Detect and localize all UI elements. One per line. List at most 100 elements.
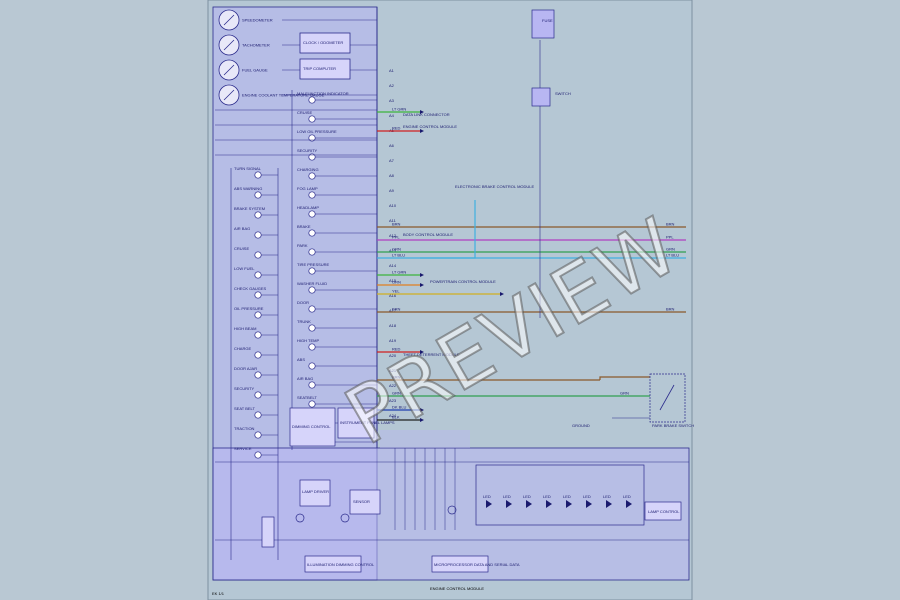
- bottom-control-label: MICROPROCESSOR DATA AND SERIAL DATA: [434, 562, 520, 567]
- indicator-label: TRACTION: [234, 426, 255, 431]
- gauge-label: FUEL GAUGE: [242, 68, 268, 73]
- display-label: CLOCK / ODOMETER: [303, 40, 343, 45]
- callout-fuse: FUSE: [542, 18, 553, 23]
- led-symbol: [526, 500, 532, 508]
- indicator-label: TRUNK: [297, 319, 311, 324]
- wire-arrow: [420, 273, 424, 277]
- indicator-label: SEAT BELT: [234, 406, 255, 411]
- led-symbol: [486, 500, 492, 508]
- gauge-label: SPEEDOMETER: [242, 18, 273, 23]
- connector-pin: A13: [389, 248, 397, 253]
- led-symbol: [626, 500, 632, 508]
- wire-color-label: LT GRN: [392, 107, 406, 112]
- wire-color-label: PPL: [392, 235, 400, 240]
- indicator-label: CHARGING: [297, 167, 319, 172]
- wire-color-label: BRN: [392, 307, 401, 312]
- led-symbol: [606, 500, 612, 508]
- lamp-control-box: [644, 501, 682, 521]
- connector-pin: A10: [389, 203, 397, 208]
- connector-pin: A23: [389, 398, 397, 403]
- dimming-label: DIMMING CONTROL: [292, 424, 331, 429]
- connector-pin: A6: [389, 143, 395, 148]
- upper-right-components: SWITCH: [531, 9, 571, 107]
- connector-pin: A14: [389, 263, 397, 268]
- indicator-lamp: [254, 311, 262, 319]
- sensor-box: [349, 489, 381, 515]
- indicator-lamp: [254, 251, 262, 259]
- indicator-label: SEATBELT: [297, 395, 317, 400]
- indicator-label: ABS: [297, 357, 305, 362]
- wire-color-label: LT BLU: [666, 253, 679, 258]
- indicator-lamp: [308, 305, 316, 313]
- gauge-label: TACHOMETER: [242, 43, 270, 48]
- wire: [420, 200, 476, 259]
- callout-electronic-brake: ELECTRONIC BRAKE CONTROL MODULE: [455, 184, 535, 189]
- wire-color-label: BRN: [392, 375, 401, 380]
- indicator-label: FOG LAMP: [297, 186, 318, 191]
- lamp-array: [475, 464, 645, 526]
- led-label: LED: [543, 494, 551, 499]
- callout-ground: GROUND: [572, 423, 590, 428]
- indicator-lamp: [308, 172, 316, 180]
- indicator-label: DOOR: [297, 300, 309, 305]
- indicator-label: HIGH BEAM: [234, 326, 256, 331]
- callout-security: THEFT DETERRENT MODULE: [403, 352, 460, 357]
- callout-data-link: DATA LINK CONNECTOR: [403, 112, 450, 117]
- connector-pin: A8: [389, 173, 395, 178]
- page-ref: EK 1/1: [212, 591, 225, 596]
- indicator-label: ABS WARNING: [234, 186, 262, 191]
- indicator-lamp: [308, 229, 316, 237]
- indicator-label: HIGH TEMP: [297, 338, 319, 343]
- wire-color-label: GRN: [392, 391, 401, 396]
- indicator-lamp: [254, 171, 262, 179]
- callout-powertrain: POWERTRAIN CONTROL MODULE: [430, 279, 496, 284]
- indicator-lamp: [308, 96, 316, 104]
- transistor-symbol: [447, 505, 457, 515]
- connector-pin: A11: [389, 218, 397, 223]
- indicator-lamp: [308, 248, 316, 256]
- wire-color-label: GRN: [620, 391, 629, 396]
- bottom-control-box: [431, 555, 489, 573]
- indicator-lamp: [308, 210, 316, 218]
- gauge-needle: [223, 89, 235, 101]
- indicator-label: PARK: [297, 243, 308, 248]
- connector-pin: A15: [389, 278, 397, 283]
- indicator-lamp: [254, 351, 262, 359]
- led-label: LED: [563, 494, 571, 499]
- wire-color-label: GRN: [666, 247, 675, 252]
- indicator-label: TURN SIGNAL: [234, 166, 262, 171]
- connector-pin: A17: [389, 308, 397, 313]
- indicator-label: OIL PRESSURE: [234, 306, 264, 311]
- indicator-lamp: [308, 267, 316, 275]
- connector-pin: A12: [389, 233, 397, 238]
- indicator-label: BRAKE SYSTEM: [234, 206, 265, 211]
- switch-contact: [659, 384, 675, 411]
- led-label: LED: [523, 494, 531, 499]
- fuse-block: [531, 9, 555, 39]
- wire-arrow: [420, 350, 424, 354]
- connector-pin: A18: [389, 323, 397, 328]
- dimming-box: [289, 407, 336, 447]
- indicator-label: WASHER FLUID: [297, 281, 327, 286]
- wire-color-label: RED: [392, 347, 401, 352]
- indicator-lamp: [254, 391, 262, 399]
- indicator-lamp: [308, 115, 316, 123]
- lamp-control-label: LAMP CONTROL: [648, 509, 680, 514]
- wire-color-label: BRN: [392, 222, 401, 227]
- connector-pin: A9: [389, 188, 395, 193]
- indicator-lamp: [254, 231, 262, 239]
- indicator-label: SECURITY: [297, 148, 318, 153]
- connector-pin: A1: [389, 68, 395, 73]
- led-label: LED: [483, 494, 491, 499]
- wire: [599, 376, 650, 380]
- indicator-label: CHECK GAUGES: [234, 286, 267, 291]
- module-label: ENGINE CONTROL MODULE: [430, 586, 484, 591]
- indicator-lamp: [254, 451, 262, 459]
- connector-pin: A20: [389, 353, 397, 358]
- led-label: LED: [503, 494, 511, 499]
- connector-pin: A19: [389, 338, 397, 343]
- wire-color-label: RED: [392, 126, 401, 131]
